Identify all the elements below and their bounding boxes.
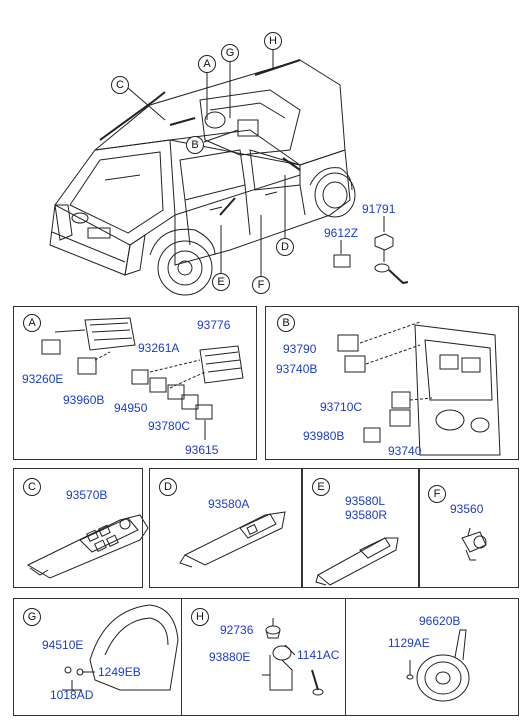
panel-c-box <box>13 468 143 588</box>
part-93580a[interactable]: 93580A <box>208 497 250 511</box>
part-1129ae[interactable]: 1129AE <box>388 636 430 650</box>
connector-9612z-drawing <box>333 240 351 268</box>
part-93960b[interactable]: 93960B <box>63 393 105 407</box>
horn-drawing <box>406 629 470 702</box>
sensor-h-drawing <box>262 618 324 696</box>
part-96620b[interactable]: 96620B <box>419 614 461 628</box>
part-1249eb[interactable]: 1249EB <box>98 665 141 679</box>
callout-a: A <box>198 55 216 73</box>
part-93880e[interactable]: 93880E <box>209 650 251 664</box>
window-switch-d-drawing <box>179 511 286 568</box>
callout-c: C <box>111 76 129 94</box>
part-93260e[interactable]: 93260E <box>22 372 64 386</box>
part-93980b[interactable]: 93980B <box>303 429 345 443</box>
panel-a-label: A <box>23 314 41 332</box>
panel-e-box <box>302 468 419 588</box>
window-switch-e-drawing <box>315 537 399 586</box>
panel-h-label: H <box>191 608 209 626</box>
callout-g: G <box>221 44 239 62</box>
door-switch-f-drawing <box>461 527 487 561</box>
vehicle-illustration <box>49 46 356 296</box>
crash-pad-g-drawing <box>62 604 179 691</box>
part-93740b[interactable]: 93740B <box>276 362 318 376</box>
part-93580r[interactable]: 93580R <box>345 508 388 522</box>
panel-d-label: D <box>159 478 177 496</box>
panel-c-label: C <box>23 478 41 496</box>
panel-g-label: G <box>23 608 41 626</box>
callout-b: B <box>186 136 204 154</box>
bottom-panel-box <box>13 598 519 716</box>
panel-b-drawings <box>337 321 501 456</box>
part-1018ad[interactable]: 1018AD <box>50 688 94 702</box>
panel-b-label: B <box>277 314 295 332</box>
part-94950[interactable]: 94950 <box>114 401 148 415</box>
callout-h: H <box>264 32 282 50</box>
part-93710c[interactable]: 93710C <box>320 400 363 414</box>
panel-e-label: E <box>312 478 330 496</box>
part-93570b[interactable]: 93570B <box>66 488 108 502</box>
part-93615[interactable]: 93615 <box>185 443 219 457</box>
callout-e: E <box>212 273 230 291</box>
panel-a-box <box>13 306 257 460</box>
part-91791[interactable]: 91791 <box>362 202 396 216</box>
part-94510e[interactable]: 94510E <box>42 638 84 652</box>
part-1141ac[interactable]: 1141AC <box>297 648 340 662</box>
part-92736[interactable]: 92736 <box>220 623 254 637</box>
panel-f-box <box>419 468 519 588</box>
panel-d-box <box>149 468 302 588</box>
ground-bolt-drawing <box>374 216 409 285</box>
part-93776[interactable]: 93776 <box>197 318 231 332</box>
part-93580l[interactable]: 93580L <box>345 494 386 508</box>
part-93780c[interactable]: 93780C <box>148 419 191 433</box>
part-9612z[interactable]: 9612Z <box>324 226 359 240</box>
part-93790[interactable]: 93790 <box>283 342 317 356</box>
callout-d: D <box>276 238 294 256</box>
panel-f-label: F <box>428 485 446 503</box>
panel-a-drawings <box>41 317 244 440</box>
part-93560[interactable]: 93560 <box>450 502 484 516</box>
part-93261a[interactable]: 93261A <box>138 341 180 355</box>
window-switch-c-drawing <box>26 514 149 579</box>
callout-f: F <box>252 276 270 294</box>
panel-b-box <box>265 306 519 460</box>
part-93740[interactable]: 93740 <box>388 444 422 458</box>
